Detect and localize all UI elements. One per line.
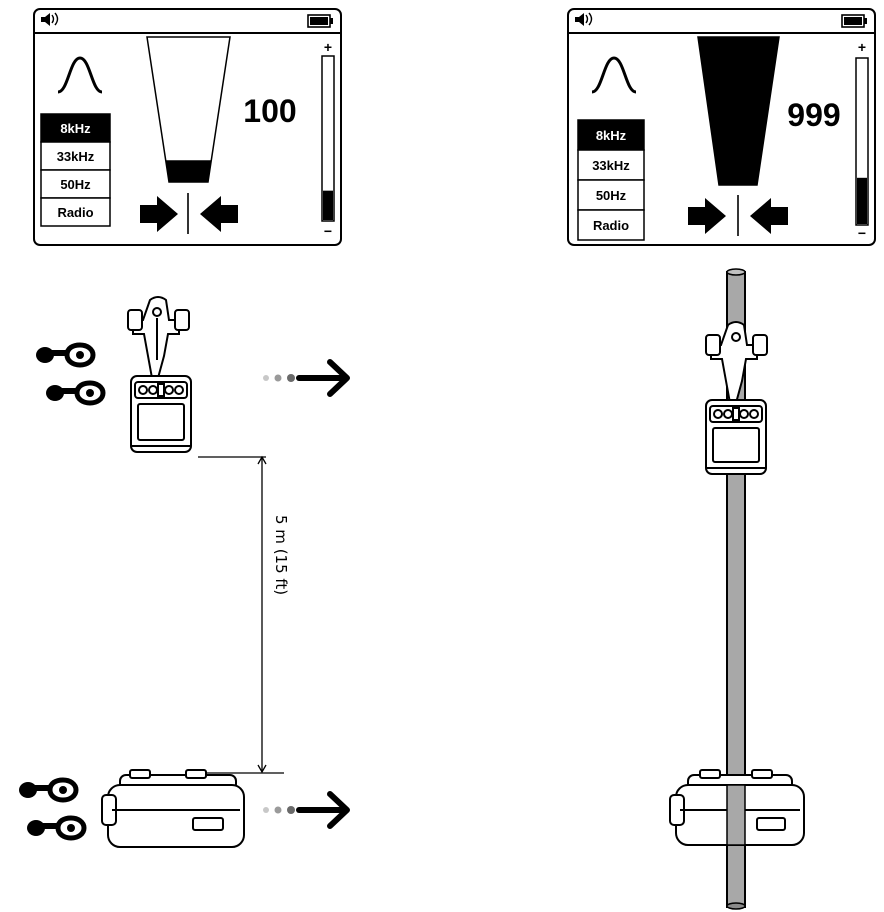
centering-arrows-icon	[140, 193, 238, 234]
centering-arrows-icon	[688, 195, 788, 236]
speaker-icon	[575, 12, 593, 26]
footprint-icon	[36, 345, 103, 403]
transmitter-unit	[101, 769, 245, 848]
signal-strength-fill	[698, 37, 779, 185]
gain-minus-label: −	[324, 223, 332, 239]
frequency-option: Radio	[57, 205, 93, 220]
frequency-option-box	[577, 209, 645, 241]
gain-plus-label: +	[324, 39, 332, 55]
battery-icon	[841, 14, 867, 28]
frequency-option-box	[577, 179, 645, 211]
frequency-option-box	[40, 113, 111, 143]
speaker-icon	[41, 12, 59, 26]
signal-value: 100	[243, 93, 296, 129]
gain-bar-fill	[323, 190, 333, 220]
receiver-locator	[127, 296, 192, 453]
distance-label: 5 m (15 ft)	[272, 515, 290, 595]
frequency-option-box	[40, 169, 111, 199]
gain-minus-label: −	[858, 225, 866, 241]
frequency-option-box	[577, 149, 645, 181]
gain-plus-label: +	[858, 39, 866, 55]
signal-strength-fill	[165, 160, 212, 182]
frequency-option: 50Hz	[60, 177, 91, 192]
frequency-option: 33kHz	[57, 149, 95, 164]
pipe-through-transmitter	[726, 784, 746, 846]
frequency-option: 50Hz	[596, 188, 627, 203]
gain-bar-fill	[857, 177, 867, 224]
peak-response-icon	[591, 56, 637, 94]
receiver-locator	[705, 321, 768, 475]
frequency-option-box	[40, 141, 111, 171]
footprint-icon	[19, 780, 84, 838]
gain-bar	[321, 55, 335, 222]
direction-arrow-icon	[263, 359, 350, 397]
distance-dimension: 5 m (15 ft)	[185, 455, 290, 774]
frequency-option-selected: 8kHz	[60, 121, 91, 136]
direction-arrow-icon	[263, 791, 350, 829]
frequency-option: Radio	[593, 218, 629, 233]
frequency-option-box	[40, 197, 111, 227]
frequency-option-selected: 8kHz	[596, 128, 627, 143]
frequency-option: 33kHz	[592, 158, 630, 173]
signal-value: 999	[787, 97, 840, 133]
frequency-option-box	[577, 119, 645, 151]
peak-response-icon	[57, 56, 103, 94]
battery-icon	[307, 14, 333, 28]
